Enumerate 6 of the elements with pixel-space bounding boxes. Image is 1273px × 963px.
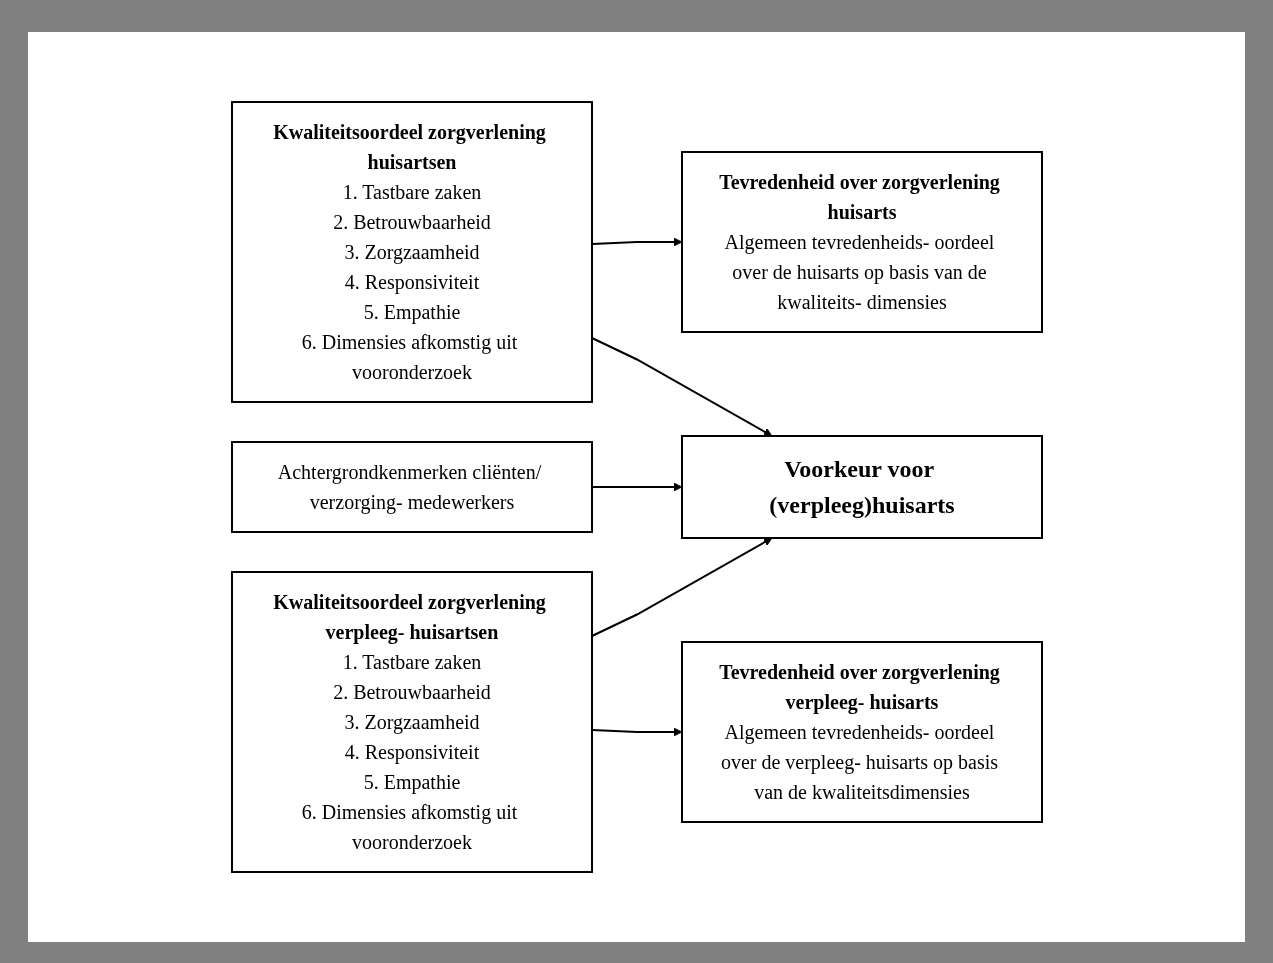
node-box: Tevredenheid over zorgverlening verpleeg- huisarts Algemeen tevredenheids- oordeel over de verpleeg- huisarts op basis van de kwaliteitsdimensies xyxy=(680,641,1043,823)
node-box: Kwaliteitsoordeel zorgverlening huisartsen 1. Tastbare zaken 2. Betrouwbaarheid 3. Zorgzaamheid 4. Responsiviteit 5. Empathie 6. Dimensies afkomstig uit vooronderzoek xyxy=(230,101,593,403)
node-box: Kwaliteitsoordeel zorgverlening verpleeg- huisartsen 1. Tastbare zaken 2. Betrouwbaarheid 3. Zorgzaamheid 4. Responsiviteit 5. Empathie 6. Dimensies afkomstig uit vooronderzoek xyxy=(230,571,593,873)
node-box: Tevredenheid over zorgverlening huisarts Algemeen tevredenheids- oordeel over de huisarts op basis van de kwaliteits- dimensies xyxy=(680,151,1043,333)
node-box: Voorkeur voor (verpleeg)huisarts xyxy=(680,435,1043,539)
node-box: Achtergrondkenmerken cliënten/ verzorging- medewerkers xyxy=(230,441,593,533)
